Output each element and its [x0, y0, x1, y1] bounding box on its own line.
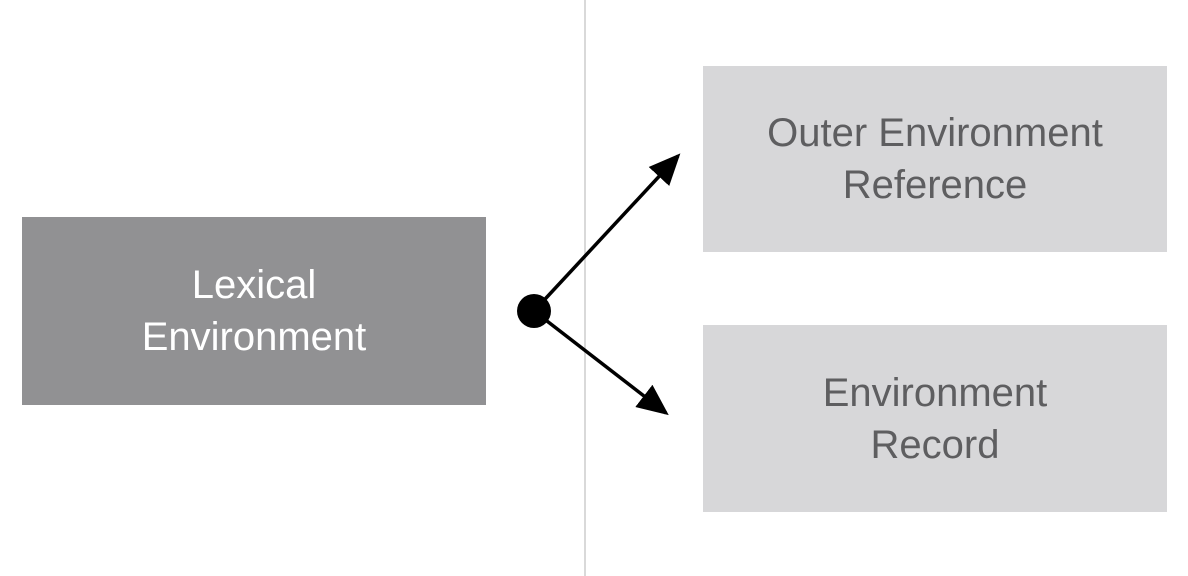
outer-environment-reference-label: Outer Environment Reference	[767, 111, 1103, 207]
lexical-environment-box: Lexical Environment	[22, 217, 486, 405]
lexical-environment-label: Lexical Environment	[141, 263, 367, 359]
connector-dot	[517, 294, 551, 328]
environment-record-label: Environment Record	[822, 370, 1048, 467]
environment-record-box: Environment Record	[703, 325, 1167, 512]
arrow-to-outer-reference	[532, 153, 681, 313]
arrow-to-environment-record	[532, 309, 669, 416]
vertical-divider	[584, 0, 586, 576]
outer-environment-reference-box: Outer Environment Reference	[703, 66, 1167, 252]
